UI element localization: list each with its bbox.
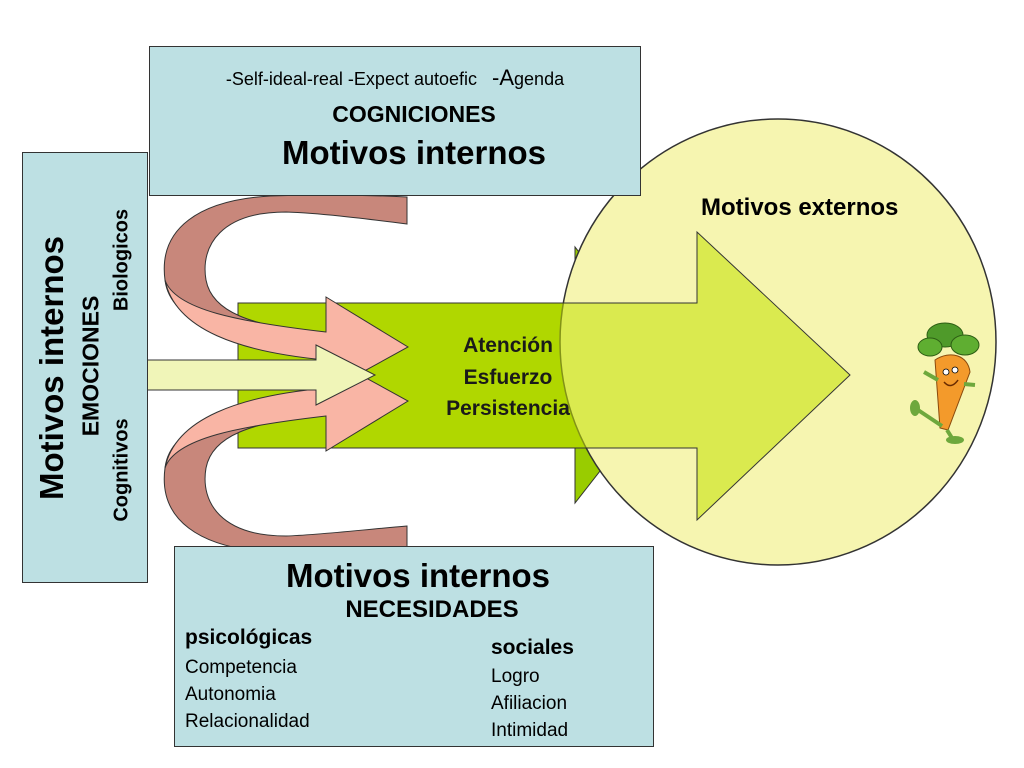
psychological-item: Autonomia [185, 684, 276, 705]
social-item: Logro [491, 666, 540, 687]
psychological-item: Competencia [185, 657, 297, 678]
cognitions-title: Motivos internos [281, 134, 547, 171]
social-item: Intimidad [491, 720, 569, 741]
cognitions-items-part3: genda [514, 69, 565, 89]
attention-label: Atención [463, 334, 553, 357]
emotions-category: EMOCIONES [77, 295, 104, 437]
cognitions-category: COGNICIONES [332, 101, 496, 127]
emotions-sub-biologicos: Biologicos [110, 208, 133, 312]
needs-category: NECESIDADES [345, 596, 519, 623]
social-item: Afiliacion [491, 693, 568, 714]
large-yellow-green-arrow [237, 230, 851, 522]
psychological-heading: psicológicas [185, 626, 313, 649]
psychological-item: Relacionalidad [185, 711, 310, 732]
carrot-character-icon [910, 322, 980, 444]
needs-box: Motivos internos NECESIDADES psicológica… [174, 546, 654, 747]
emotions-box [22, 152, 148, 583]
needs-title: Motivos internos [285, 557, 551, 594]
cognitions-items: -Self-ideal-real -Expect autoefic -Agend… [150, 65, 640, 91]
emotions-arrow [132, 344, 377, 406]
emotions-title: Motivos internos [33, 235, 70, 501]
cognitions-items-part2: -A [492, 65, 515, 90]
cognitions-box: -Self-ideal-real -Expect autoefic -Agend… [149, 46, 641, 196]
external-motives-label: Motivos externos [701, 194, 899, 221]
persistence-label: Persistencia [446, 397, 570, 420]
emotions-sub-cognitivos: Cognitivos [110, 418, 133, 522]
social-heading: sociales [491, 636, 574, 659]
effort-label: Esfuerzo [463, 366, 553, 389]
cognitions-items-part1: -Self-ideal-real -Expect autoefic [225, 69, 478, 89]
